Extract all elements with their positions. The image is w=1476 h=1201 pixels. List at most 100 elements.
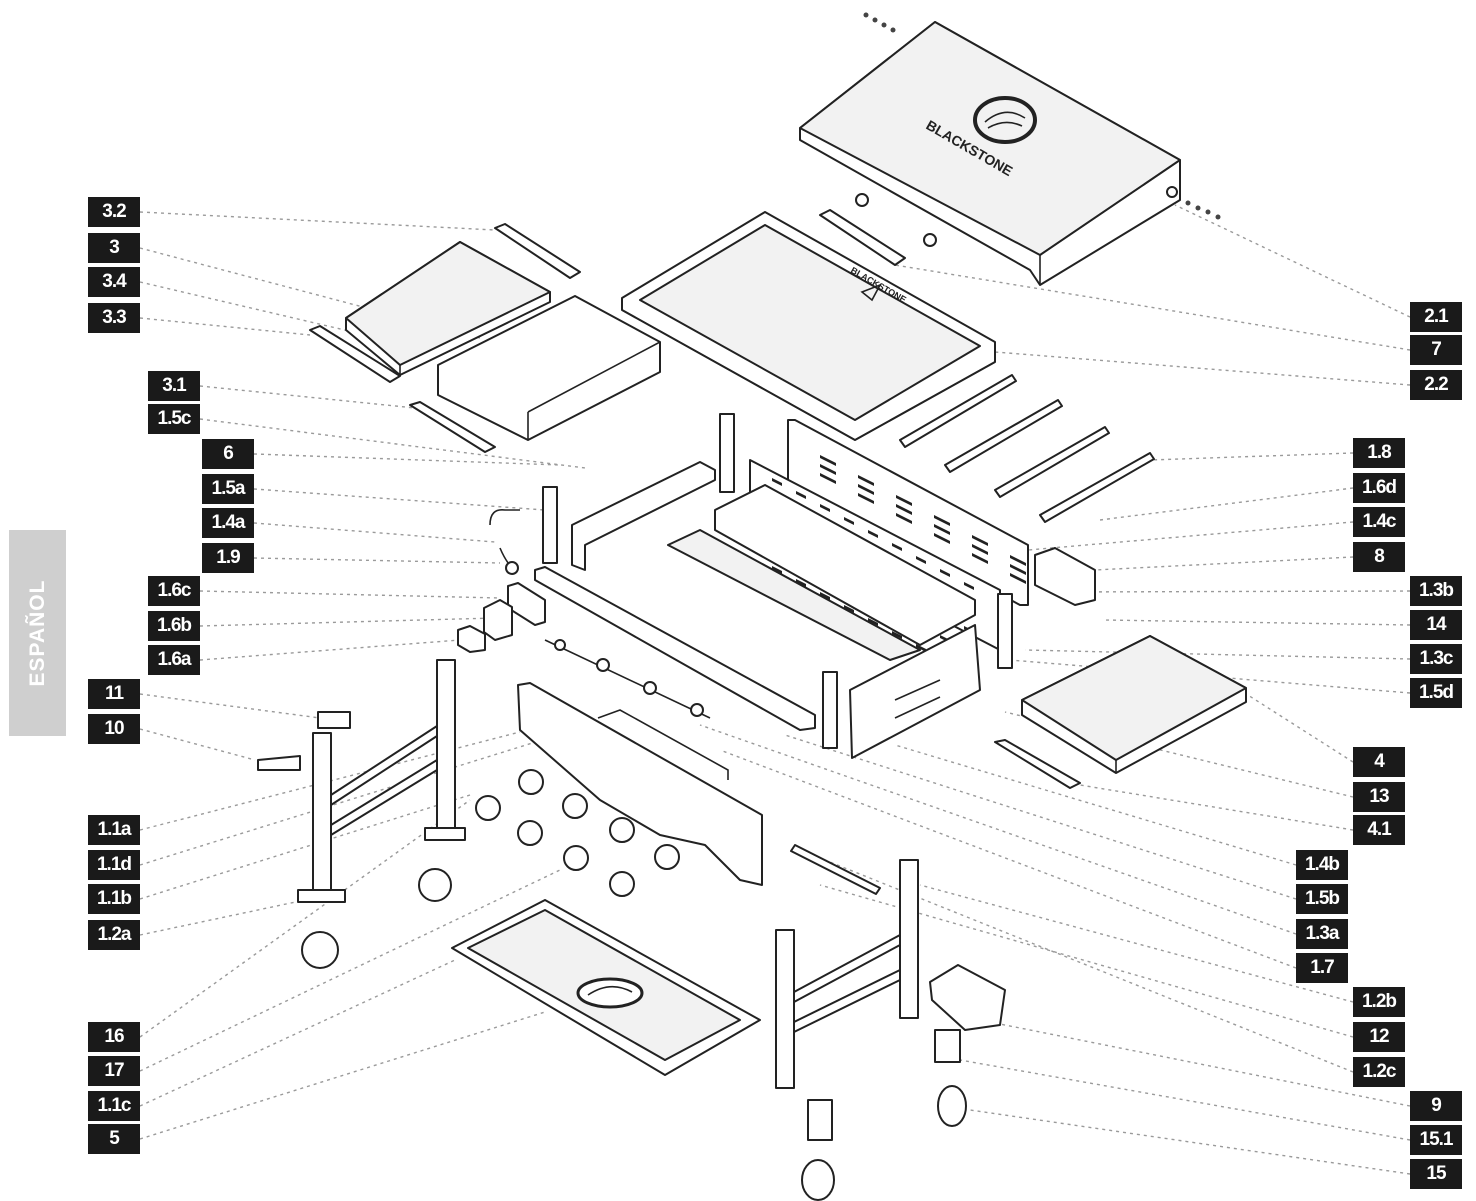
- callout-label-left-21: 1.1c: [88, 1091, 140, 1121]
- leader-line-right-23: [969, 1109, 1411, 1175]
- leader-line-left-4: [199, 385, 416, 409]
- leader-line-left-18: [139, 899, 306, 936]
- callout-label-left-12: 1.6a: [148, 645, 200, 675]
- callout-label-left-7: 1.5a: [202, 474, 254, 504]
- callout-label-right-1: 7: [1410, 335, 1462, 365]
- callout-label-left-1: 3: [88, 233, 140, 263]
- callout-label-left-16: 1.1d: [88, 850, 140, 880]
- callout-label-right-19: 12: [1353, 1022, 1405, 1052]
- callout-label-left-15: 1.1a: [88, 815, 140, 845]
- callout-label-left-20: 17: [88, 1056, 140, 1086]
- callout-label-right-16: 1.3a: [1296, 919, 1348, 949]
- leader-line-right-11: [1239, 689, 1354, 763]
- leader-line-left-10: [199, 590, 501, 599]
- callout-label-right-4: 1.6d: [1353, 473, 1405, 503]
- leader-line-left-20: [139, 869, 561, 1072]
- leader-line-left-0: [139, 211, 496, 231]
- leader-line-right-13: [1079, 784, 1354, 831]
- callout-label-left-13: 11: [88, 679, 140, 709]
- callout-label-left-9: 1.9: [202, 543, 254, 573]
- leader-line-left-7: [253, 488, 546, 511]
- igniter-module: [457, 508, 546, 653]
- callout-label-right-20: 1.2c: [1353, 1057, 1405, 1087]
- leader-line-right-17: [719, 749, 1297, 969]
- burner-tubes: [899, 374, 1155, 523]
- leader-line-left-6: [253, 453, 561, 466]
- leader-line-left-17: [139, 794, 471, 900]
- callout-label-right-6: 8: [1353, 542, 1405, 572]
- firebox-body: [534, 461, 981, 759]
- right-cart-legs: [775, 844, 919, 1089]
- callout-label-right-10: 1.5d: [1410, 678, 1462, 708]
- callout-label-right-15: 1.5b: [1296, 884, 1348, 914]
- callout-label-right-23: 15: [1410, 1159, 1462, 1189]
- leader-line-right-8: [1104, 619, 1411, 626]
- leader-line-right-3: [1149, 452, 1354, 461]
- callout-label-right-18: 1.2b: [1353, 987, 1405, 1017]
- leader-line-right-6: [1094, 556, 1354, 571]
- leader-line-right-16: [699, 724, 1297, 935]
- callout-label-left-14: 10: [88, 714, 140, 744]
- callout-label-left-17: 1.1b: [88, 884, 140, 914]
- casters: [801, 1029, 967, 1201]
- callout-label-left-5: 1.5c: [148, 404, 200, 434]
- callout-label-left-18: 1.2a: [88, 920, 140, 950]
- leader-line-left-21: [139, 959, 456, 1107]
- grease-cup: [1034, 547, 1096, 606]
- callout-label-left-10: 1.6c: [148, 576, 200, 606]
- control-knobs: [475, 769, 680, 897]
- callout-label-left-4: 3.1: [148, 371, 200, 401]
- callout-label-right-9: 1.3c: [1410, 644, 1462, 674]
- leader-line-right-14: [894, 744, 1297, 866]
- leader-line-left-9: [253, 557, 501, 564]
- leader-line-right-22: [959, 1059, 1411, 1141]
- leader-line-right-21: [979, 1019, 1411, 1107]
- callout-label-right-7: 1.3b: [1410, 576, 1462, 606]
- leader-line-left-2: [139, 281, 431, 351]
- callout-label-right-3: 1.8: [1353, 438, 1405, 468]
- callout-label-right-5: 1.4c: [1353, 507, 1405, 537]
- leader-line-right-9: [1024, 649, 1411, 660]
- leader-line-right-2: [994, 351, 1411, 386]
- griddle-top: BLACKSTONE: [621, 211, 996, 441]
- left-side-shelf: [309, 223, 581, 383]
- control-panel: [517, 682, 763, 886]
- tool-caddy: [929, 964, 1006, 1031]
- leader-line-right-19: [819, 884, 1354, 1038]
- callout-label-left-19: 16: [88, 1022, 140, 1052]
- firebox-brackets: [542, 413, 1013, 749]
- leader-line-right-20: [799, 849, 1354, 1073]
- language-tab: ESPAÑOL: [9, 530, 66, 736]
- leader-line-left-13: [139, 693, 321, 719]
- leader-line-left-16: [139, 721, 601, 866]
- leader-line-left-14: [139, 728, 256, 761]
- callout-label-left-3: 3.3: [88, 303, 140, 333]
- leader-line-left-8: [253, 522, 496, 543]
- lid-handle: [819, 193, 937, 266]
- bottom-shelf: [451, 899, 761, 1076]
- gas-manifold: [544, 639, 711, 719]
- callout-label-right-11: 4: [1353, 747, 1405, 777]
- left-cart-legs: [257, 659, 466, 969]
- callout-label-left-2: 3.4: [88, 267, 140, 297]
- callout-label-right-13: 4.1: [1353, 815, 1405, 845]
- leader-line-right-7: [1057, 590, 1411, 593]
- leader-line-right-4: [1099, 487, 1354, 521]
- leader-line-left-19: [139, 799, 471, 1038]
- left-shelf-frame: [409, 295, 661, 453]
- callout-label-right-14: 1.4b: [1296, 850, 1348, 880]
- callout-label-right-0: 2.1: [1410, 302, 1462, 332]
- callout-label-right-8: 14: [1410, 610, 1462, 640]
- callout-label-left-8: 1.4a: [202, 508, 254, 538]
- callout-label-left-0: 3.2: [88, 197, 140, 227]
- right-side-shelf: [994, 635, 1247, 789]
- leader-line-left-3: [139, 317, 311, 336]
- leader-line-left-12: [199, 639, 461, 661]
- callout-label-right-2: 2.2: [1410, 370, 1462, 400]
- leader-line-right-15: [784, 734, 1297, 900]
- callout-label-right-22: 15.1: [1410, 1125, 1462, 1155]
- callout-label-right-12: 13: [1353, 782, 1405, 812]
- callout-label-right-21: 9: [1410, 1091, 1462, 1121]
- leader-line-left-22: [139, 1011, 546, 1140]
- lid: BLACKSTONE: [799, 12, 1221, 286]
